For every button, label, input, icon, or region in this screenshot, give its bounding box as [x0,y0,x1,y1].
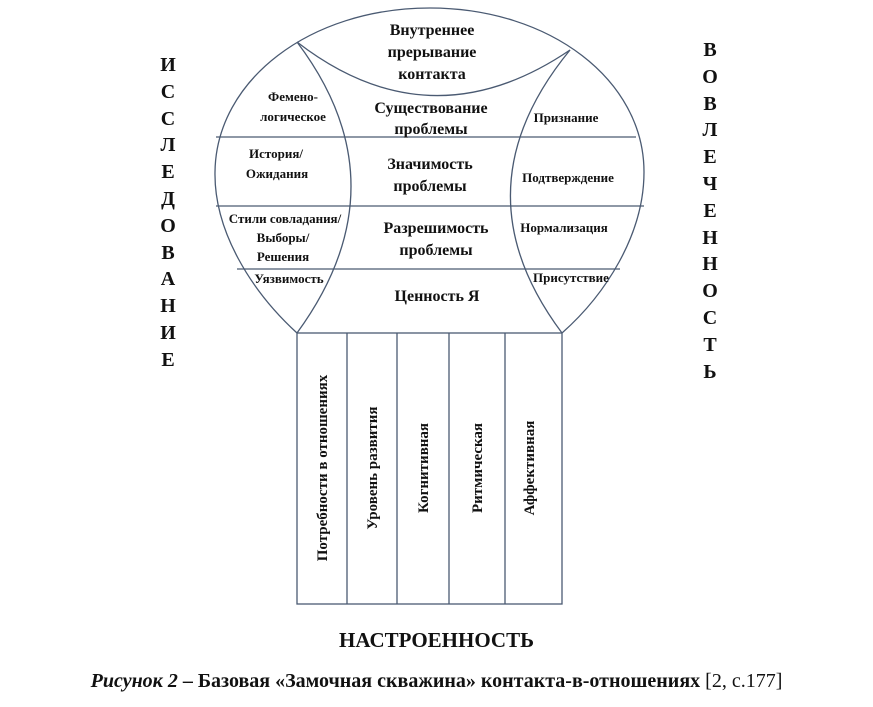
letter: О [702,65,718,88]
letter: И [160,321,176,344]
left-cell-text: История/ [249,146,303,161]
letter: Ь [703,360,717,383]
letter: О [702,280,718,303]
left-cell-text: Выборы/ [257,230,310,245]
top-lens-text: прерывание [388,44,477,61]
stem-column-text: Ритмическая [470,423,486,513]
letter: Е [161,161,175,184]
stem-column-text: Аффективная [522,421,538,516]
center-cell-text: Ценность Я [395,288,480,305]
right-lens-arc [509,49,571,334]
top-lens-text: Внутреннее [390,22,475,39]
letter: Л [702,119,718,142]
letter: С [702,306,718,329]
left-side-label-exploration: И С С Л Е Д О В А Н И Е [153,52,183,374]
letter: С [160,80,176,103]
figure-caption: Рисунок 2 – Базовая «Замочная скважина» … [0,670,873,693]
top-lens-text: контакта [398,66,466,83]
letter: Т [703,333,717,356]
bottom-label-attunement: НАСТРОЕННОСТЬ [339,628,534,652]
letter: Н [160,295,176,318]
letter: А [160,268,176,291]
left-cell-text: Стили совладания/ [229,211,342,226]
letter: Д [161,187,175,210]
stem-box [296,332,563,605]
letter: Ч [702,172,718,195]
right-cell-text: Нормализация [520,220,608,235]
stem-column-text: Уровень развития [365,406,381,529]
center-cell-text: Существование [374,100,487,117]
letter: Е [703,199,717,222]
letter: В [161,241,175,264]
left-cell-text: логическое [260,109,326,124]
letter: Л [160,134,176,157]
left-cell-text: Решения [257,249,309,264]
letter: В [703,92,717,115]
left-cell-text: Уязвимость [254,271,323,286]
letter: Н [702,226,718,249]
center-cell-text: проблемы [399,242,473,259]
caption-figure-number: Рисунок 2 [90,670,178,692]
stem-column-text: Когнитивная [416,423,432,513]
left-lens-arc [296,41,352,334]
letter: Е [161,348,175,371]
center-cell-text: проблемы [393,178,467,195]
right-cell-text: Присутствие [533,270,609,285]
caption-dash: – [177,670,198,692]
right-cell-text: Признание [534,110,599,125]
center-cell-text: проблемы [394,121,468,138]
top-lens-arc [296,41,571,97]
right-side-label-involvement: В О В Л Е Ч Е Н Н О С Т Ь [695,37,725,385]
right-cell-text: Подтверждение [522,170,614,185]
letter: С [160,107,176,130]
left-cell-text: Фемено- [268,89,318,104]
letter: О [160,214,176,237]
caption-text: Базовая «Замочная скважина» контакта-в-о… [197,670,701,692]
center-cell-text: Значимость [387,156,473,173]
letter: И [160,54,176,76]
letter: Е [703,146,717,169]
caption-reference: [2, с.177] [705,670,783,692]
center-cell-text: Разрешимость [383,220,489,237]
left-cell-text: Ожидания [246,166,308,181]
keyhole-outline [214,7,645,334]
letter: Н [702,253,718,276]
stem-column-text: Потребности в отношениях [315,374,331,561]
letter: В [703,39,717,61]
